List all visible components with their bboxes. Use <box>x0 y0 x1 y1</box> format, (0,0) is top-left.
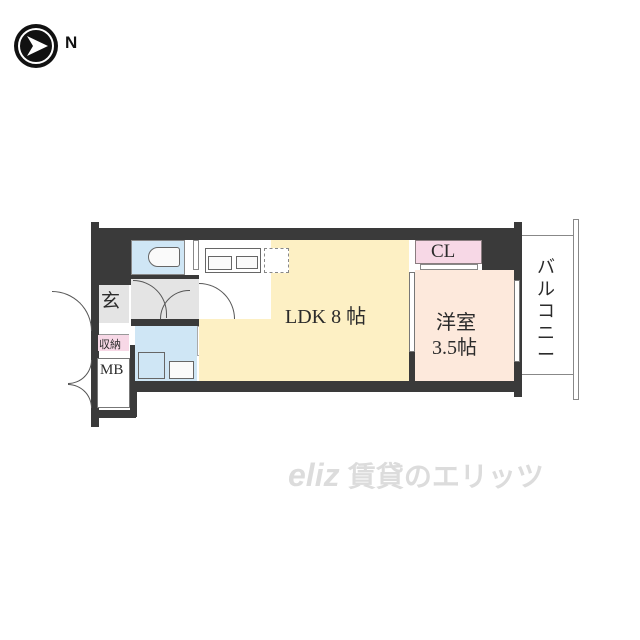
watermark-logo: eliz <box>288 457 340 493</box>
balcony-label: バルコニー <box>537 257 555 365</box>
mb-door-top[interactable] <box>68 360 92 384</box>
storage-label-box <box>98 335 129 351</box>
balcony <box>522 235 577 375</box>
toilet-icon <box>148 247 180 267</box>
washing-machine-icon <box>138 352 165 379</box>
toilet-wall-bottom <box>131 275 201 279</box>
compass-ring <box>18 28 54 64</box>
meter-box-label: MB <box>100 362 124 378</box>
stove-icon <box>208 256 232 270</box>
arrow-glyph <box>27 36 48 56</box>
balcony-window[interactable] <box>514 280 520 362</box>
bottom-wall-main <box>130 381 522 392</box>
sink-icon <box>169 361 194 379</box>
closet <box>415 240 482 264</box>
fridge-space-icon <box>264 248 289 273</box>
sliding-door[interactable] <box>409 272 415 352</box>
yoshitsu-name: 洋室 <box>436 312 476 334</box>
watermark: eliz 賃貸のエリッツ <box>288 455 588 505</box>
left-wall <box>91 222 99 427</box>
mb-right-wall <box>130 345 137 417</box>
balcony-rail <box>573 219 579 400</box>
north-label: N <box>65 33 78 52</box>
watermark-text: 賃貸のエリッツ <box>347 461 544 492</box>
ldk-label: LDK 8 帖 <box>285 306 367 328</box>
top-wall <box>91 228 522 240</box>
left-outer-mb-wall <box>91 410 136 418</box>
partition-wall-lower <box>409 352 415 381</box>
yoshitsu-size: 3.5帖 <box>432 337 477 359</box>
mb-door-bottom[interactable] <box>68 384 92 408</box>
closet-label: CL <box>431 241 456 262</box>
meter-box <box>97 358 130 408</box>
entrance-label: 玄 <box>101 291 121 312</box>
storage-label: 収納 <box>99 339 121 351</box>
yoshitsu-room <box>415 270 514 381</box>
closet-doors[interactable] <box>420 264 478 270</box>
corner-block-top-left <box>99 240 131 285</box>
storage-doors <box>99 323 129 335</box>
north-arrow-icon <box>14 24 58 68</box>
kitchen-sink-icon <box>236 256 258 269</box>
entrance-door[interactable] <box>52 291 92 331</box>
entrance-floor <box>99 285 129 323</box>
pipe-shaft <box>193 240 199 270</box>
